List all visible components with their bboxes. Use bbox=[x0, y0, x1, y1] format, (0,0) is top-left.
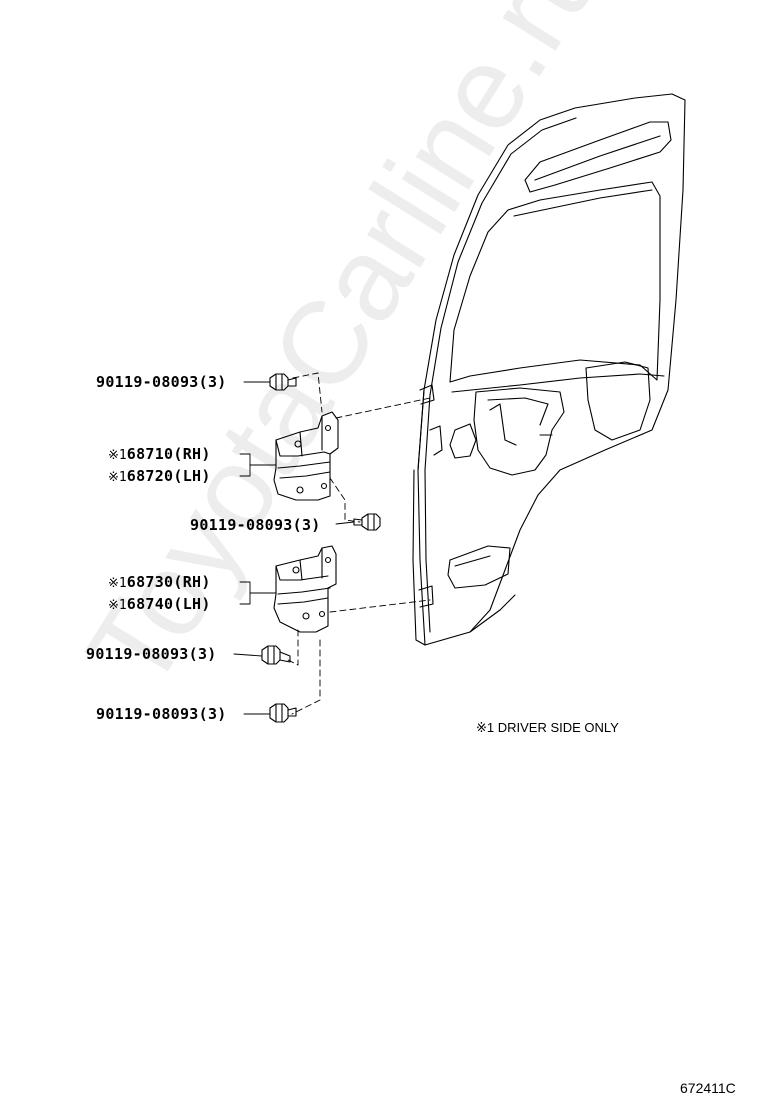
diagram-code: 672411C bbox=[680, 1080, 736, 1096]
upper-door-hinge bbox=[273, 411, 339, 501]
footnote-mark: ※1 bbox=[108, 576, 127, 591]
part-number: 68710(RH) bbox=[126, 445, 211, 463]
part-label-bolt-top: 90119-08093(3) bbox=[96, 373, 227, 391]
part-number: 68740(LH) bbox=[126, 595, 211, 613]
lower-door-hinge bbox=[273, 545, 337, 633]
footnote-mark: ※1 bbox=[108, 598, 127, 613]
part-label-hinge-upper-lh: ※168720(LH) bbox=[108, 467, 211, 487]
footnote-mark: ※1 bbox=[108, 470, 127, 485]
part-label-hinge-upper-rh: ※168710(RH) bbox=[108, 445, 211, 465]
bolt-icon bbox=[261, 645, 291, 665]
bolt-icon bbox=[269, 703, 297, 723]
part-label-bolt-lower-b: 90119-08093(3) bbox=[96, 705, 227, 723]
part-number: 68720(LH) bbox=[126, 467, 211, 485]
part-number: 68730(RH) bbox=[126, 573, 211, 591]
assembly-leader-lines bbox=[287, 372, 431, 715]
part-label-hinge-lower-lh: ※168740(LH) bbox=[108, 595, 211, 615]
part-label-bolt-mid: 90119-08093(3) bbox=[190, 516, 321, 534]
part-label-bolt-lower-a: 90119-08093(3) bbox=[86, 645, 217, 663]
front-door-panel bbox=[412, 93, 686, 646]
part-label-hinge-lower-rh: ※168730(RH) bbox=[108, 573, 211, 593]
footnote-mark: ※1 bbox=[108, 448, 127, 463]
label-leader-lines bbox=[233, 381, 355, 715]
bolt-icon bbox=[353, 513, 381, 531]
bolt-icon bbox=[269, 373, 297, 391]
footnote-driver-side: ※1 DRIVER SIDE ONLY bbox=[476, 720, 619, 735]
